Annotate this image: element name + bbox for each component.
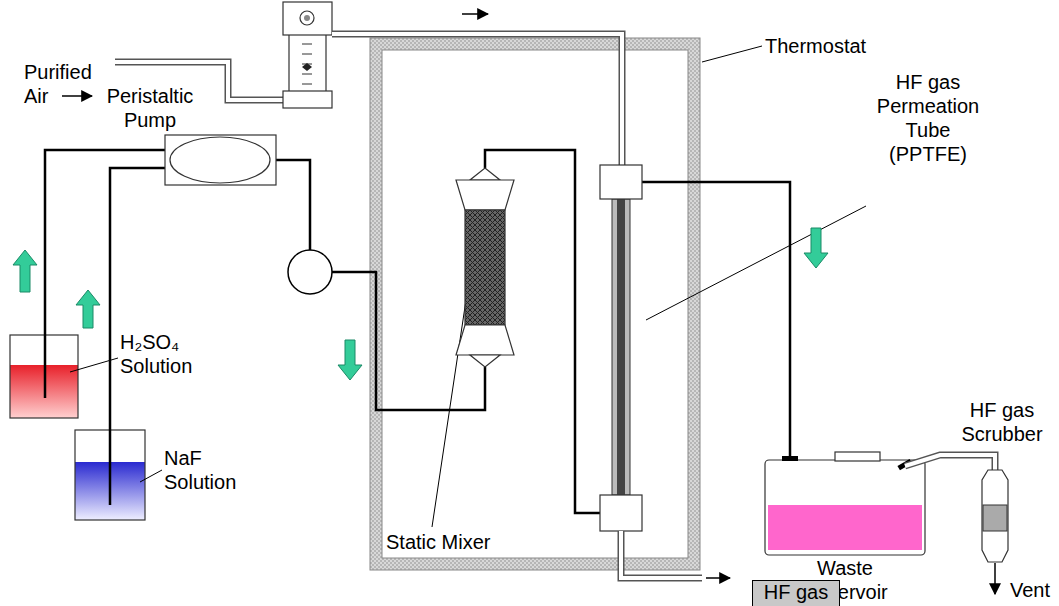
permeation-tube xyxy=(612,199,630,495)
flow-arrow xyxy=(706,577,730,579)
part-label: Static Mixer xyxy=(386,530,516,554)
leader-line xyxy=(432,300,466,527)
tube-fitting xyxy=(600,495,642,531)
tubing xyxy=(276,160,310,250)
waste-liquid xyxy=(768,505,922,550)
gas-pipe xyxy=(621,531,702,578)
waste-reservoir xyxy=(765,460,925,555)
leader-line xyxy=(140,470,162,482)
reservoir-cap xyxy=(835,452,880,461)
gas-pipe xyxy=(621,531,702,578)
flowmeter-scale xyxy=(302,44,312,84)
flowmeter-knob xyxy=(300,11,314,25)
thermostat-chamber xyxy=(382,50,688,558)
flow-direction-arrow xyxy=(13,250,37,292)
gas-scrubber xyxy=(982,470,1008,562)
part-label: H₂SO₄ Solution xyxy=(120,330,210,378)
air-pipe xyxy=(332,34,622,166)
box-text: HF gas xyxy=(753,581,839,603)
mixer-element xyxy=(465,210,505,325)
vent-pipe xyxy=(905,455,995,470)
part-label: NaF Solution xyxy=(164,446,260,494)
part-label: Thermostat xyxy=(765,34,885,58)
tubing xyxy=(642,182,790,458)
part-label: Peristaltic Pump xyxy=(90,84,210,132)
air-pipe xyxy=(332,34,622,166)
flow-direction-arrow xyxy=(76,290,100,328)
reservoir-inlet xyxy=(782,456,798,461)
scrubber-packing xyxy=(983,505,1007,531)
flowmeter-head xyxy=(283,2,332,35)
part-label: Purified Air xyxy=(24,60,116,108)
vent-arrow xyxy=(994,563,996,594)
mixer-tip xyxy=(470,168,500,180)
output-box: HF gas xyxy=(752,580,840,606)
peristaltic-pump xyxy=(165,135,276,185)
flowmeter-tube xyxy=(289,34,326,92)
leader-line xyxy=(70,358,118,372)
flow-direction-arrow xyxy=(804,228,828,268)
permeation-tube-core xyxy=(617,199,625,495)
flow-arrow xyxy=(62,95,92,97)
part-label: Vent xyxy=(1010,578,1058,602)
mixer-cap xyxy=(456,325,514,355)
thermostat-wall xyxy=(370,38,700,570)
leader-line xyxy=(646,206,866,320)
vent-pipe xyxy=(905,455,995,470)
leader-line xyxy=(702,46,762,62)
part-label: HF gas Scrubber xyxy=(950,398,1054,446)
tube-fitting xyxy=(600,165,642,199)
flow-arrow xyxy=(462,13,488,15)
mixer-cap xyxy=(456,180,514,210)
flow-direction-arrow xyxy=(338,340,362,380)
pump-rotor xyxy=(170,137,270,183)
part-label: HF gas Permeation Tube (PPTFE) xyxy=(870,70,986,166)
tube-junction xyxy=(288,250,332,294)
mixer-tip xyxy=(470,355,500,367)
flowmeter-knob xyxy=(304,15,310,21)
flowmeter-float xyxy=(302,63,312,71)
flowmeter-base xyxy=(283,91,332,108)
